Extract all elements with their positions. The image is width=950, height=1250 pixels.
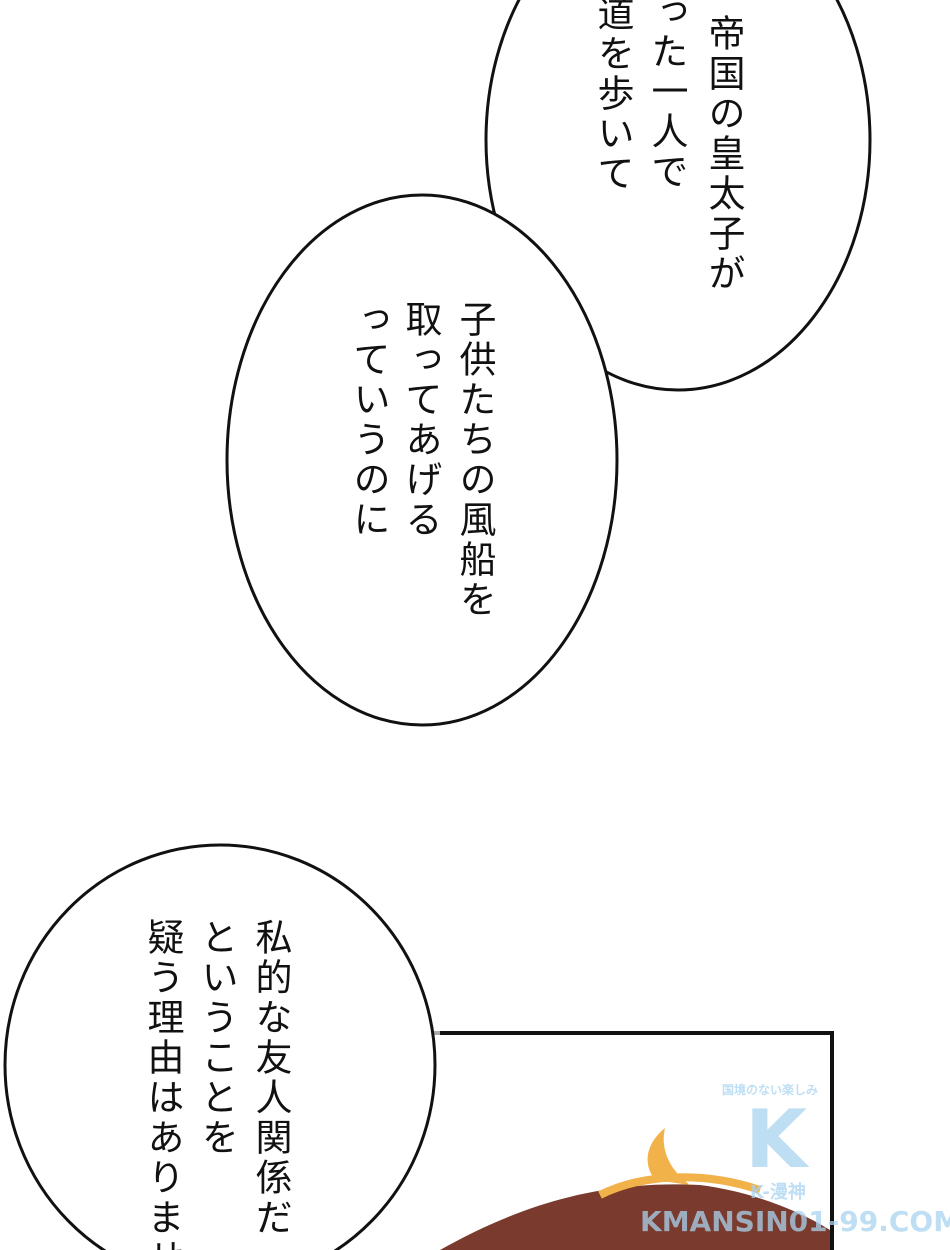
bubble-top-line-3: 道を歩いて bbox=[591, 0, 634, 194]
bubble-middle-line-1: 子供たちの風船を bbox=[453, 300, 496, 620]
bubble-top-line-2: った一人で bbox=[645, 0, 688, 192]
watermark-tagline: 国境のない楽しみ bbox=[722, 1083, 819, 1097]
speech-bubble-middle bbox=[225, 193, 619, 727]
bubble-middle-line-2: 取ってあげる bbox=[399, 300, 442, 540]
speech-bubble-top bbox=[484, 0, 872, 392]
speech-bubble-bottom bbox=[3, 843, 437, 1250]
bubble-bottom-line-1: 私的な友人関係だ bbox=[249, 918, 292, 1238]
bubble-bottom-line-2: ということを bbox=[195, 918, 238, 1158]
bubble-bottom-line-3: 疑う理由はありませ bbox=[141, 918, 184, 1250]
bubble-middle-line-3: っていうのに bbox=[347, 300, 390, 540]
watermark-site: KMANSIN01-99.COM bbox=[640, 1205, 950, 1238]
watermark-brand: K-漫神 bbox=[750, 1182, 806, 1203]
watermark-logo: K bbox=[745, 1093, 807, 1186]
bubble-top-line-1: 帝国の皇太子が bbox=[702, 14, 745, 294]
character-hair bbox=[440, 1128, 830, 1250]
